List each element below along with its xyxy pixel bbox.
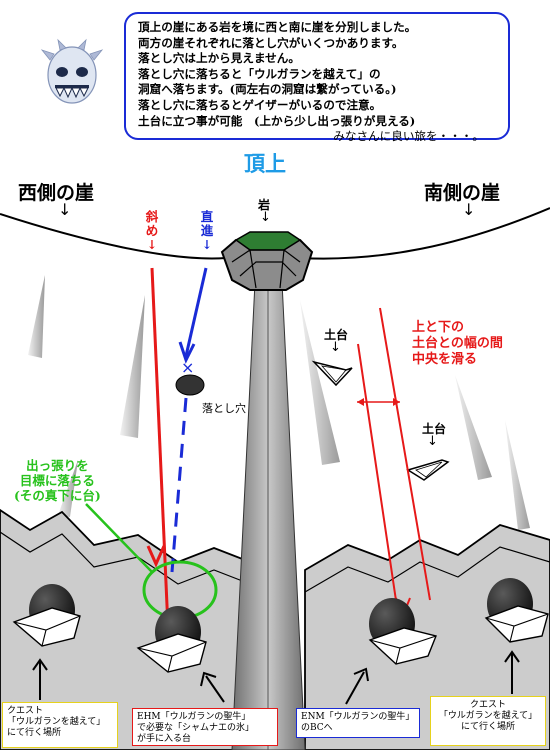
- south-cliff-arrow: ↓: [462, 200, 476, 219]
- right-quest-box: クエスト 「ウルガランを越えて」 にて行く場所: [430, 696, 546, 746]
- straight-label: 直進↓: [200, 209, 214, 252]
- summit-title: 頂上: [244, 152, 286, 176]
- cave-dome-left: [12, 584, 81, 647]
- ledge-note-line: (その真下に台): [14, 488, 101, 503]
- enm-box: ENM「ウルガランの聖牛」 のBCへ: [296, 708, 420, 738]
- pitfall-hole: [175, 374, 205, 396]
- cave-dome-right-center: [368, 598, 437, 665]
- info-note-box: 頂上の崖にある岩を境に西と南に崖を分別しました。 両方の崖それぞれに落とし穴がい…: [124, 12, 510, 143]
- box-line: にて行く場所: [7, 728, 62, 738]
- note-signature: みなさんに良い旅を・・・。: [333, 129, 484, 144]
- note-line: 落とし穴は上から見えません。: [138, 51, 300, 66]
- box-line: で必要な「シャムナエの氷」: [137, 723, 255, 733]
- platform-upper-arrow: ↓: [330, 340, 341, 355]
- pointer-arrows: [32, 650, 520, 705]
- platform-lower: [406, 459, 450, 481]
- south-cliff-label: 南側の崖: [424, 182, 501, 204]
- ehm-box: EHM「ウルガランの聖牛」 で必要な「シャムナエの氷」 が手に入る台: [132, 708, 278, 746]
- box-line: が手に入る台: [137, 734, 192, 744]
- rock-label: 岩: [258, 198, 271, 212]
- note-line: 土台に立つ事が可能 (上から少し出っ張りが見える): [138, 113, 416, 128]
- note-line: 頂上の崖にある岩を境に西と南に崖を分別しました。: [138, 20, 417, 34]
- cave-dome-center: [136, 606, 207, 673]
- slide-note-line: 土台との幅の間: [412, 336, 503, 351]
- cave-dome-right: [484, 578, 549, 643]
- note-line: 両方の崖それぞれに落とし穴がいくつかあります。: [138, 35, 404, 50]
- box-line: にて行く場所: [460, 722, 515, 732]
- box-line: クエスト: [7, 706, 44, 716]
- left-quest-box: クエスト 「ウルガランを越えて」 にて行く場所: [2, 702, 118, 748]
- rock-icon: [220, 231, 314, 291]
- note-line: 落とし穴に落ちると「ウルガランを越えて」の: [138, 66, 381, 81]
- platform-upper: [311, 360, 353, 387]
- rock-arrow: ↓: [260, 210, 271, 225]
- cliff-spikes: [28, 275, 530, 530]
- pitfall-mark: ×: [181, 358, 195, 377]
- slide-note-line: 中央を滑る: [412, 352, 478, 367]
- straight-path-line: [170, 267, 208, 573]
- ledge-note-line: 目標に落ちる: [19, 473, 95, 488]
- box-line: 「ウルガランを越えて」: [438, 711, 538, 721]
- note-line: 落とし穴に落ちるとゲイザーがいるので注意。: [138, 97, 382, 112]
- box-line: EHM「ウルガランの聖牛」: [137, 712, 251, 722]
- platform-lower-arrow: ↓: [427, 434, 438, 449]
- box-line: クエスト: [469, 700, 506, 710]
- diagonal-label: 斜め↓: [145, 209, 159, 252]
- west-cliff-arrow: ↓: [58, 200, 72, 219]
- ledge-note: 出っ張りを 目標に落ちる (その真下に台): [14, 458, 101, 503]
- box-line: ENM「ウルガランの聖牛」: [301, 712, 415, 722]
- pitfall-label: 落とし穴: [202, 402, 246, 415]
- skull-mascot-icon: [40, 38, 104, 104]
- note-line: 洞窟へ落ちます。(両左右の洞窟は繋がっている。): [138, 82, 397, 97]
- box-line: 「ウルガランを越えて」: [7, 717, 106, 727]
- platform-upper-label: 土台: [324, 328, 349, 342]
- slide-note-line: 上と下の: [412, 320, 465, 335]
- platform-lower-label: 土台: [422, 422, 447, 436]
- ledge-note-line: 出っ張りを: [26, 458, 89, 473]
- west-cliff-label: 西側の崖: [18, 182, 95, 204]
- box-line: のBCへ: [301, 723, 333, 733]
- slide-note: 上と下の 土台との幅の間 中央を滑る: [412, 320, 503, 368]
